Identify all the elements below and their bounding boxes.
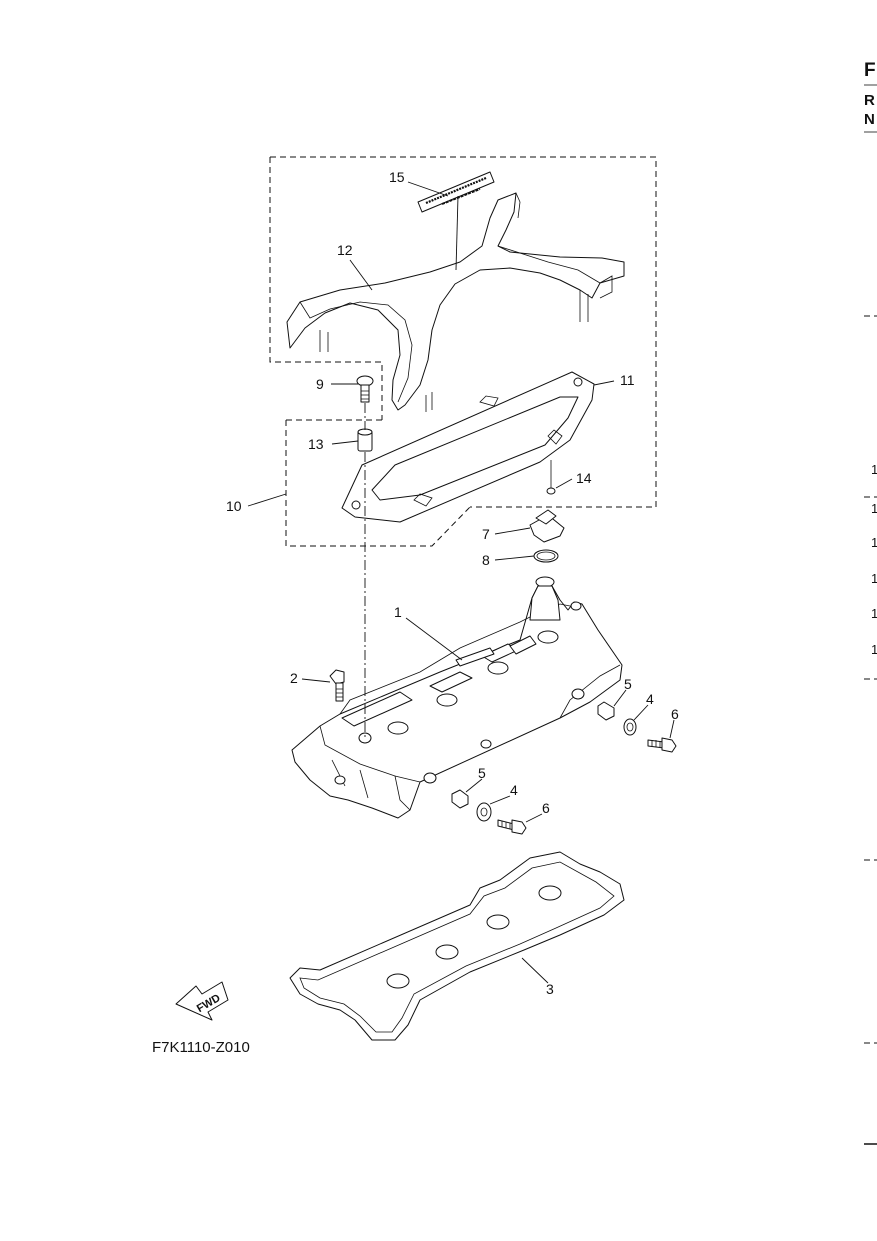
callout-5-front: 5: [478, 765, 486, 781]
group-box-upper: [269, 156, 657, 508]
fwd-arrow-icon: FWD: [175, 981, 229, 1021]
group-box-10: [285, 419, 471, 547]
leader-lines: [247, 181, 675, 984]
edge-number: 1: [871, 535, 877, 550]
callout-6-front: 6: [542, 800, 550, 816]
callout-10: 10: [226, 498, 242, 514]
collar-part-5-rear: [597, 701, 615, 721]
diagram-code: F7K1110-Z010: [152, 1039, 250, 1056]
oil-cap-part-7: [529, 509, 565, 543]
bolt-part-2: [329, 669, 345, 702]
callout-labels: 15 12 9 13 10 11 14 7 8 1 2 5 4 6 5 4 6 …: [226, 169, 679, 997]
callout-14: 14: [576, 470, 592, 486]
grommet-part-14: [546, 460, 556, 495]
collar-part-5-front: [451, 789, 469, 809]
edge-letter-r: R: [864, 92, 875, 109]
callout-1: 1: [394, 604, 402, 620]
bracket-frame-part-11: [341, 371, 595, 523]
cylinder-head-cover-part-1: [291, 576, 623, 819]
edge-number: 1: [871, 501, 877, 516]
callout-4-rear: 4: [646, 691, 654, 707]
callout-11: 11: [620, 372, 635, 388]
edge-number: 1: [871, 642, 877, 657]
callout-6-rear: 6: [671, 706, 679, 722]
callout-12: 12: [337, 242, 353, 258]
callout-3: 3: [546, 981, 554, 997]
label-decal-part-15: [417, 171, 495, 213]
callout-9: 9: [316, 376, 324, 392]
grommet-part-4-rear: [623, 718, 637, 736]
edge-number: 1: [871, 462, 877, 477]
callout-2: 2: [290, 670, 298, 686]
right-edge-strip: F R N 1 1 1 1 1 1: [864, 60, 877, 1145]
callout-7: 7: [482, 526, 490, 542]
engine-cover-part-12: [286, 192, 625, 412]
bolt-part-9: [356, 375, 374, 403]
bolt-part-6-front: [497, 819, 527, 835]
edge-number: 1: [871, 606, 877, 621]
edge-number: 1: [871, 571, 877, 586]
callout-8: 8: [482, 552, 490, 568]
o-ring-part-8: [533, 549, 559, 563]
edge-letter-f: F: [864, 60, 876, 81]
callout-4-front: 4: [510, 782, 518, 798]
collar-part-13: [357, 428, 373, 452]
head-cover-gasket-part-3: [289, 851, 625, 1041]
callout-5-rear: 5: [624, 676, 632, 692]
edge-letter-n: N: [864, 111, 875, 128]
callout-13: 13: [308, 436, 324, 452]
grommet-part-4-front: [476, 802, 492, 822]
bolt-part-6-rear: [647, 737, 677, 753]
callout-15: 15: [389, 169, 405, 185]
